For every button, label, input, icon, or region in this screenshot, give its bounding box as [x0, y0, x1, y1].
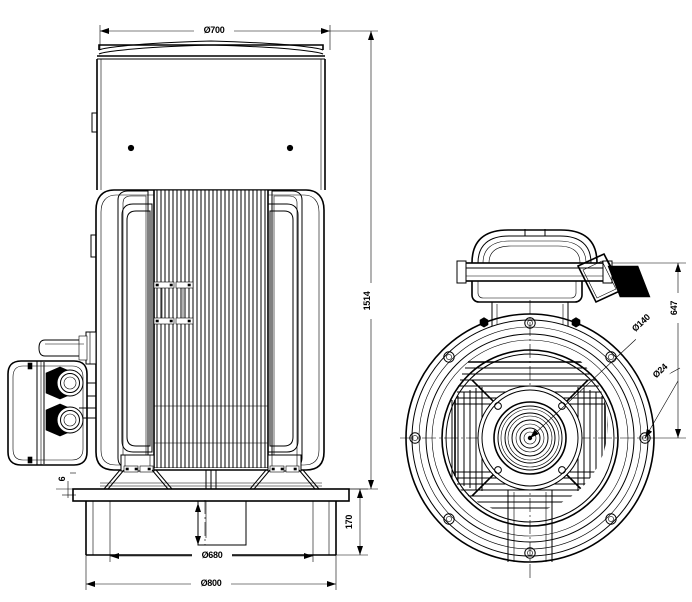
- dimension-label-6: 6: [57, 476, 67, 481]
- cable-gland-lower: [45, 403, 84, 437]
- dimension-170: 170: [336, 488, 368, 556]
- dimension-label-647: 647: [669, 301, 679, 315]
- flange-bolt-holes: [409, 317, 651, 559]
- base-support-structure: [100, 454, 322, 490]
- shaft-center-mark: [195, 500, 206, 545]
- base-plate: [72, 488, 350, 556]
- end-front-view: [400, 229, 655, 578]
- side-elevation-view: [7, 40, 350, 556]
- dimension-label-d800: Ø800: [201, 578, 222, 588]
- motor-frame: [90, 189, 325, 471]
- dimension-label-d700: Ø700: [204, 25, 225, 35]
- lifting-bracket-assembly: [456, 229, 651, 326]
- dimension-label-1514: 1514: [362, 291, 372, 310]
- side-junction-box: [7, 360, 97, 466]
- dimension-1514: 1514: [330, 30, 378, 490]
- dimension-group-end-view: 647 Ø140 Ø24: [529, 262, 686, 439]
- nameplate-bracket-upper: [153, 281, 194, 289]
- cable-connector-box: [576, 252, 651, 304]
- dimension-d700: Ø700: [99, 23, 331, 50]
- dimension-647: 647: [612, 262, 686, 439]
- dimension-d24: Ø24: [644, 354, 681, 439]
- dimension-d680: Ø680: [109, 501, 314, 562]
- dimension-label-d680: Ø680: [202, 550, 223, 560]
- dimension-label-170: 170: [344, 515, 354, 529]
- dimension-group-side-view: Ø700 1514 170 Ø680: [56, 23, 378, 590]
- top-terminal-box: [91, 40, 326, 190]
- drain-plug-nozzle: [38, 331, 97, 365]
- shaft-hub: [493, 401, 567, 475]
- cooling-fins: [153, 190, 269, 468]
- nameplate-bracket-lower: [153, 317, 194, 325]
- cable-gland-upper: [45, 366, 84, 400]
- dimension-d140: Ø140: [529, 303, 662, 439]
- dimension-d800: Ø800: [85, 555, 337, 590]
- dimension-6: 6: [56, 470, 76, 498]
